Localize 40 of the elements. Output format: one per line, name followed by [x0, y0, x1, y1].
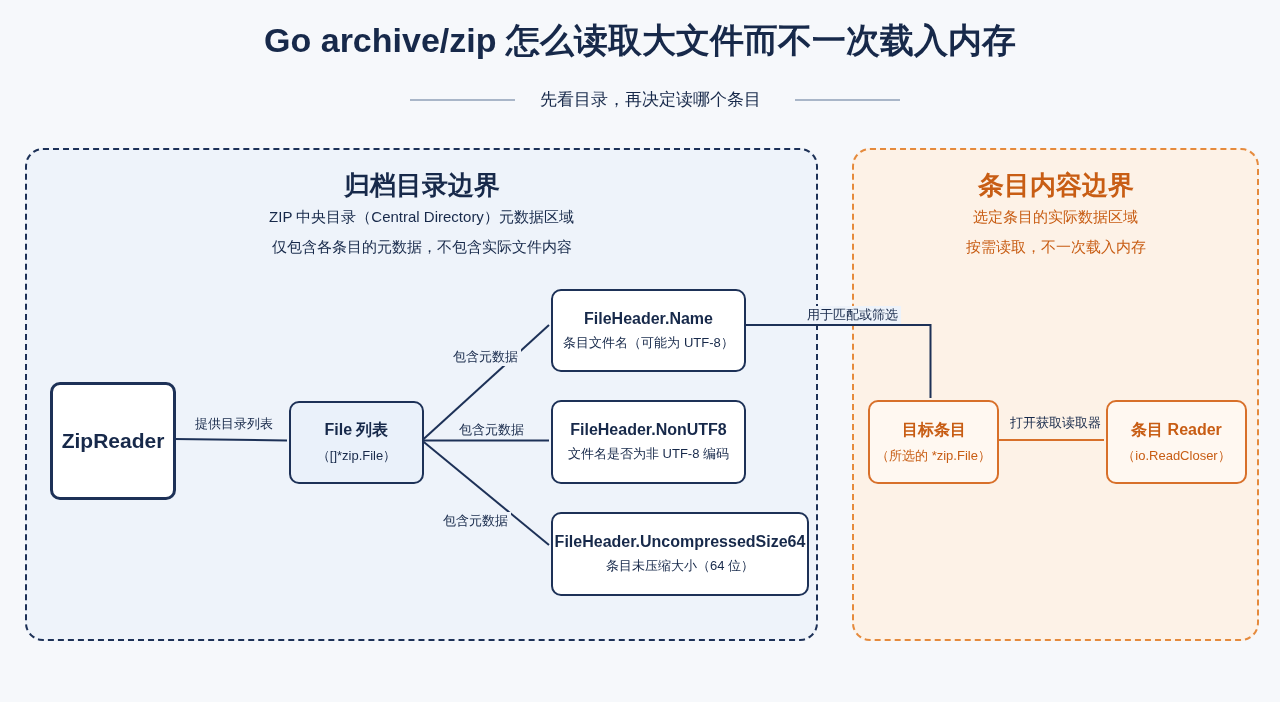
panel-title: 条目内容边界	[976, 169, 1135, 202]
box-title: FileHeader.UncompressedSize64	[554, 533, 806, 551]
panel-title: 归档目录边界	[342, 169, 501, 202]
edge-label: 包含元数据	[450, 348, 521, 366]
box-title: FileHeader.NonUTF8	[570, 421, 727, 439]
box-title: 条目 Reader	[1131, 419, 1222, 440]
box-subtitle: 条目未压缩大小（64 位）	[605, 557, 755, 575]
connector-line	[173, 438, 288, 442]
process-box	[551, 400, 746, 484]
box-title: ZipReader	[61, 429, 165, 453]
edge-label: 包含元数据	[440, 512, 511, 530]
edge-label: 用于匹配或筛选	[804, 306, 901, 324]
connector-line	[421, 439, 550, 442]
edge-label: 打开获取读取器	[1007, 414, 1104, 432]
connector-line	[743, 324, 932, 399]
edge-label: 包含元数据	[456, 421, 527, 439]
connector-line	[421, 324, 550, 442]
process-box	[868, 400, 999, 484]
box-subtitle: （io.ReadCloser）	[1122, 446, 1231, 465]
diagram-title: Go archive/zip 怎么读取大文件而不一次载入内存	[263, 20, 1017, 61]
box-subtitle: （所选的 *zip.File）	[876, 446, 991, 465]
box-title: File 列表	[324, 420, 389, 440]
box-subtitle: （[]*zip.File）	[316, 447, 397, 465]
process-box	[551, 512, 809, 596]
connector-line	[421, 439, 550, 546]
subtitle: 先看目录，再决定读哪个条目	[538, 89, 762, 111]
process-box	[1106, 400, 1247, 484]
box-subtitle: 文件名是否为非 UTF-8 编码	[567, 445, 730, 463]
box-title: 目标条目	[901, 419, 966, 440]
box-title: FileHeader.Name	[584, 309, 713, 328]
panel-description: 按需读取，不一次载入内存	[964, 238, 1147, 257]
process-box	[289, 401, 424, 484]
panel-description: ZIP 中央目录（Central Directory）元数据区域	[268, 208, 575, 227]
process-box	[50, 382, 176, 500]
panel-description: 选定条目的实际数据区域	[972, 208, 1139, 227]
connector-line	[996, 439, 1105, 441]
process-box	[551, 289, 746, 372]
edge-label: 提供目录列表	[192, 415, 276, 433]
box-subtitle: 条目文件名（可能为 UTF-8）	[563, 333, 734, 352]
panel-description: 仅包含各条目的元数据，不包含实际文件内容	[270, 238, 573, 257]
